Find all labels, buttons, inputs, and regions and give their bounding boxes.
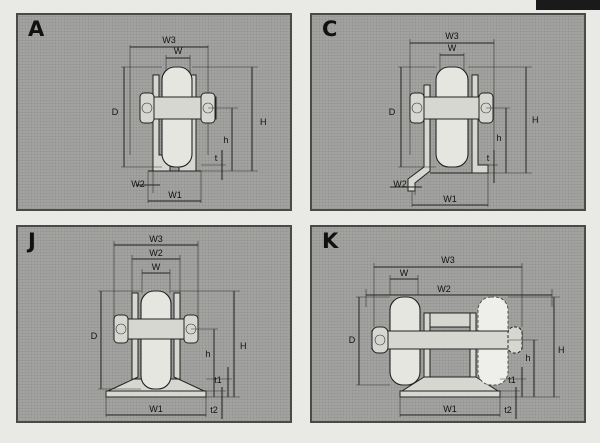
d-label: D (349, 335, 356, 345)
panel-c-label: C (322, 17, 338, 41)
h-dimension: h (508, 339, 538, 397)
w-label: W (400, 268, 409, 278)
w-dimension: W (141, 262, 171, 293)
panel-a-label: A (28, 17, 45, 41)
t2-dimension: t2 (206, 387, 226, 419)
d-label: D (91, 331, 98, 341)
w3-label: W3 (162, 35, 176, 45)
h-label: h (205, 349, 210, 359)
w2-label: W2 (393, 179, 407, 189)
w-label: W (448, 43, 457, 53)
h-dimension: h (486, 107, 510, 173)
w-dimension: W (439, 43, 465, 73)
w2-dimension: W2 (365, 284, 553, 307)
t2-label: t2 (504, 405, 512, 415)
d-dimension: D (349, 296, 390, 386)
w1-label: W1 (149, 404, 163, 414)
t1-label: t1 (214, 375, 222, 385)
t1-dimension: t1 (206, 367, 232, 397)
t1-dimension: t1 (500, 367, 526, 397)
d-dimension: D (112, 66, 162, 168)
w-dimension: W (389, 268, 419, 295)
diagram-k: W3 W W2 (349, 255, 565, 419)
w1-label: W1 (443, 404, 457, 414)
w1-label: W1 (443, 194, 457, 204)
h-label: h (496, 133, 501, 143)
d-dimension: D (389, 66, 436, 168)
hh-label: H (558, 345, 565, 355)
hh-dimension: H (192, 66, 267, 172)
w3-label: W3 (441, 255, 455, 265)
axle-bolt (409, 92, 494, 124)
w2-dimension: W2 (131, 171, 160, 193)
t2-label: t2 (210, 405, 218, 415)
hh-label: H (240, 341, 247, 351)
t1-label: t1 (508, 375, 516, 385)
panel-c: C W3 W D (310, 13, 586, 211)
w1-dimension: W1 (399, 397, 501, 417)
h-dimension: h (208, 107, 238, 171)
diagram-j: W3 W2 W D (91, 234, 247, 419)
hh-dimension: H (468, 66, 539, 174)
w1-dimension: W1 (411, 173, 489, 207)
axle-bolt (139, 92, 217, 124)
d-label: D (389, 107, 396, 117)
diagram-a: W3 W D h (112, 35, 267, 203)
w-label: W (174, 46, 183, 56)
w3-label: W3 (445, 31, 459, 41)
w2-label: W2 (437, 284, 451, 294)
t-label: t (215, 153, 218, 163)
w2-label: W2 (131, 179, 145, 189)
w3-dimension: W3 (113, 234, 199, 327)
d-dimension: D (91, 290, 141, 390)
w2-label: W2 (149, 248, 163, 258)
w1-label: W1 (168, 190, 182, 200)
panel-j: J W3 W2 W (16, 225, 292, 423)
hh-dimension: H (171, 290, 247, 398)
w3-label: W3 (149, 234, 163, 244)
diagram-c: W3 W D h (389, 31, 539, 207)
panel-k-label: K (322, 229, 339, 253)
hh-dimension: H (500, 296, 565, 398)
d-label: D (112, 107, 119, 117)
h-dimension: h (191, 328, 218, 397)
hh-label: H (532, 115, 539, 125)
w2-dimension: W2 (131, 248, 181, 297)
w1-dimension: W1 (105, 397, 207, 417)
axle-bolt (113, 314, 199, 344)
h-label: h (525, 353, 530, 363)
t-dimension: t (201, 150, 226, 180)
w-label: W (152, 262, 161, 272)
top-black-bar (536, 0, 600, 10)
w2-dimension: W2 (390, 179, 422, 195)
panel-a: A W3 W D (16, 13, 292, 211)
t-label: t (487, 153, 490, 163)
wheel (140, 290, 172, 390)
t-dimension: t (487, 150, 498, 183)
hh-label: H (260, 117, 267, 127)
panel-k: K W3 W W2 (310, 225, 586, 423)
w1-dimension: W1 (147, 171, 202, 203)
panel-j-label: J (28, 229, 36, 253)
t2-dimension: t2 (500, 387, 520, 419)
axle-bolt (371, 326, 523, 354)
h-label: h (223, 135, 228, 145)
